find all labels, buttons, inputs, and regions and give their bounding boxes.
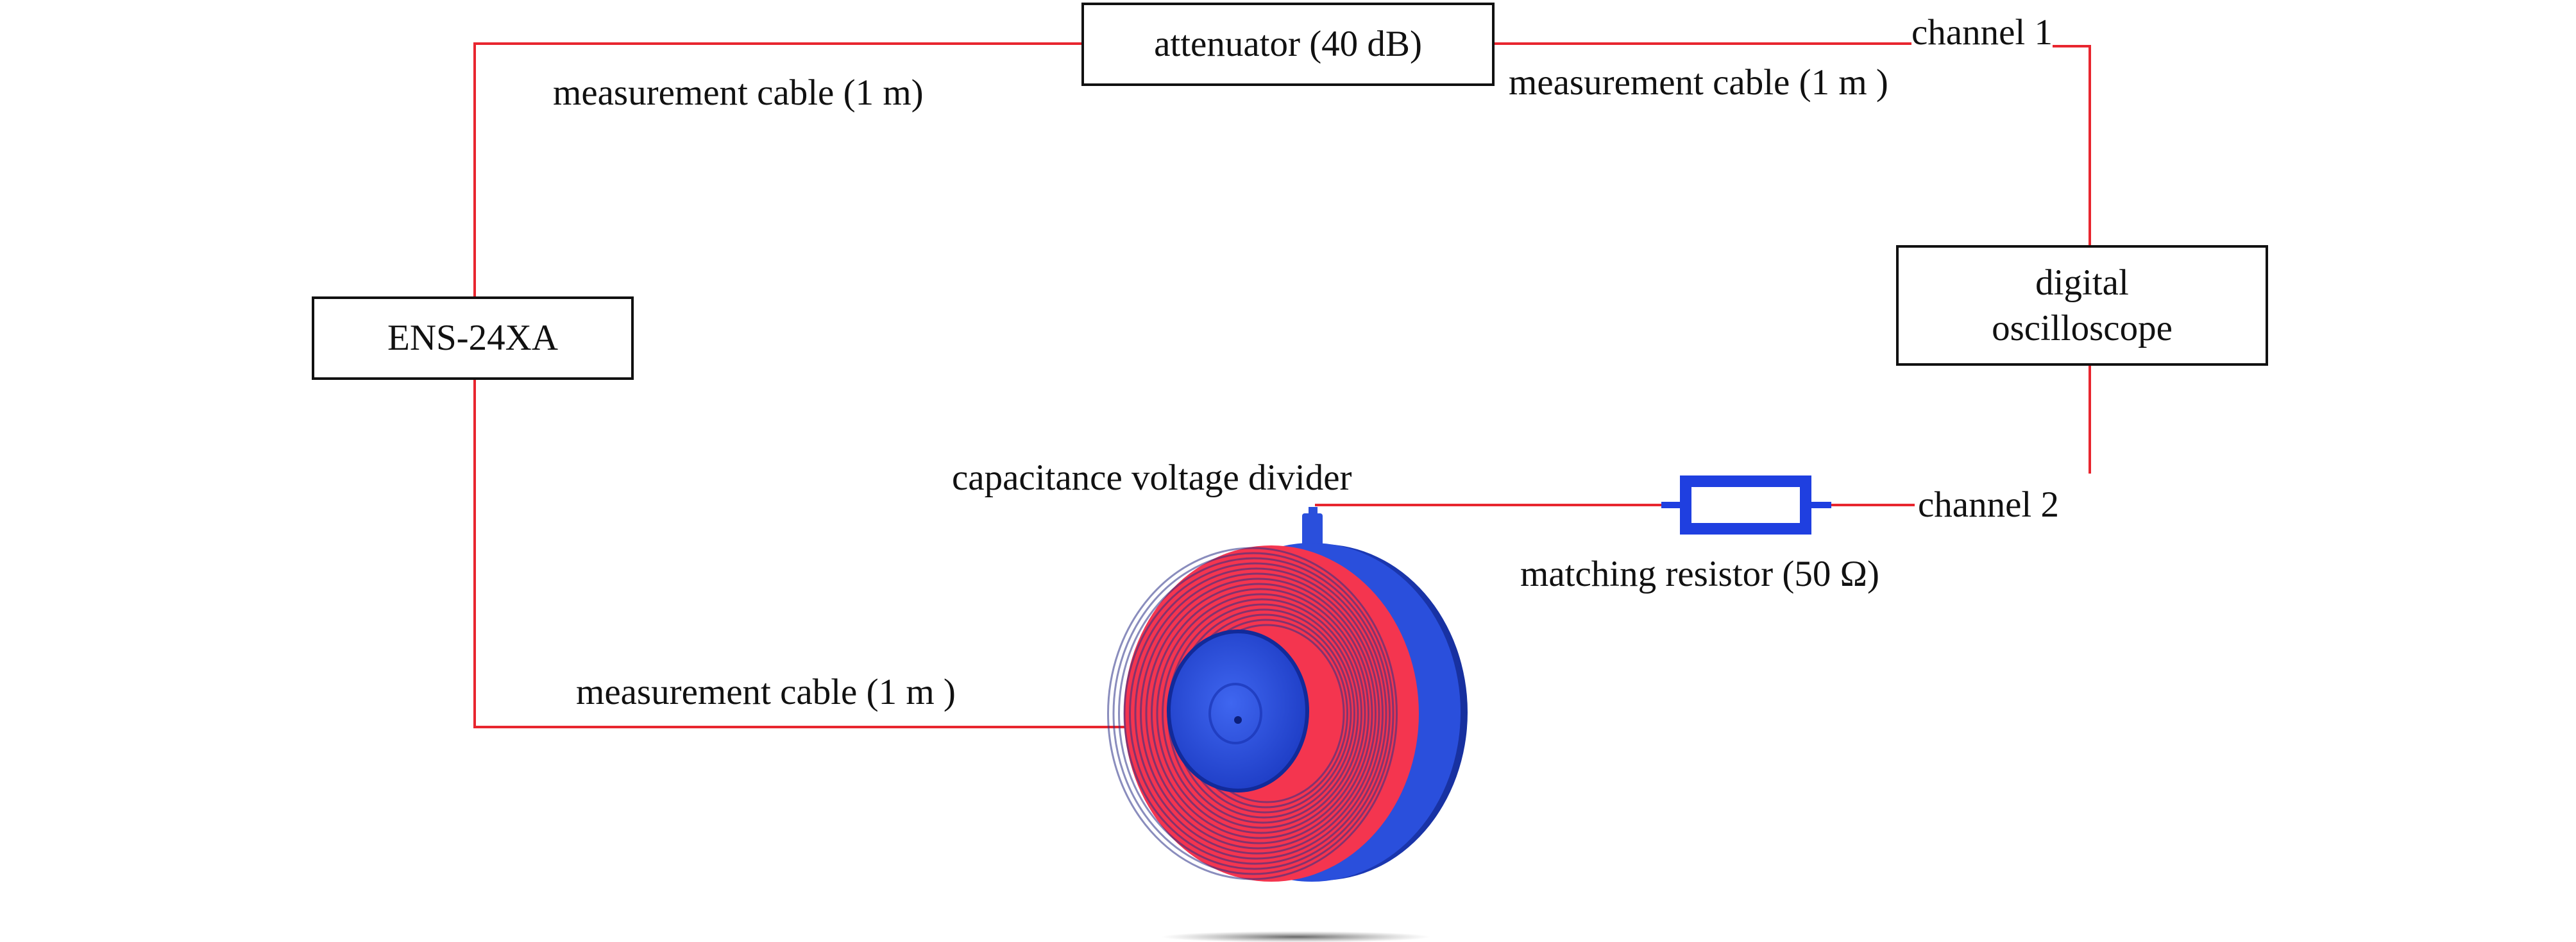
channel2-label: channel 2 bbox=[1918, 484, 2059, 525]
wire-attenuator-to-channel1 bbox=[1493, 42, 2091, 247]
resistor-icon bbox=[1661, 475, 1831, 535]
attenuator-box: attenuator (40 dB) bbox=[1081, 3, 1495, 86]
ens-24xa-box: ENS-24XA bbox=[312, 296, 634, 380]
coil-winding-icon bbox=[1107, 507, 1468, 882]
coil-winding-ring bbox=[1107, 547, 1398, 880]
resistor-label: matching resistor (50 Ω) bbox=[1520, 554, 1879, 594]
coil-winding-ring bbox=[1123, 562, 1387, 865]
divider-label: capacitance voltage divider bbox=[952, 458, 1352, 498]
cable-label-top-right: measurement cable (1 m ) bbox=[1509, 62, 1888, 103]
coil-shadow bbox=[1161, 931, 1430, 942]
coil-winding-ring bbox=[1140, 578, 1377, 850]
coil-winding-ring bbox=[1151, 588, 1369, 839]
coil-winding-ring bbox=[1134, 572, 1380, 855]
coil-winding-ring bbox=[1112, 552, 1394, 875]
oscilloscope-label-line1: digital bbox=[2035, 262, 2129, 303]
ens-24xa-label: ENS-24XA bbox=[387, 318, 558, 359]
wire-ens-to-coil bbox=[473, 379, 1238, 728]
attenuator-label: attenuator (40 dB) bbox=[1154, 24, 1422, 65]
cable-label-bottom: measurement cable (1 m ) bbox=[576, 672, 956, 712]
coil-winding-ring bbox=[1145, 583, 1373, 844]
cable-label-top-left: measurement cable (1 m) bbox=[553, 73, 924, 113]
oscilloscope-box: digital oscilloscope bbox=[1896, 245, 2268, 366]
coil-winding-ring bbox=[1118, 557, 1391, 870]
coil-winding-ring bbox=[1129, 567, 1384, 860]
coil-winding-ring bbox=[1156, 593, 1366, 834]
oscilloscope-label-line2: oscilloscope bbox=[1992, 308, 2173, 348]
channel1-label: channel 1 bbox=[1911, 12, 2053, 53]
wire-ens-to-attenuator bbox=[473, 42, 1083, 300]
coil-winding-ring bbox=[1162, 598, 1362, 829]
